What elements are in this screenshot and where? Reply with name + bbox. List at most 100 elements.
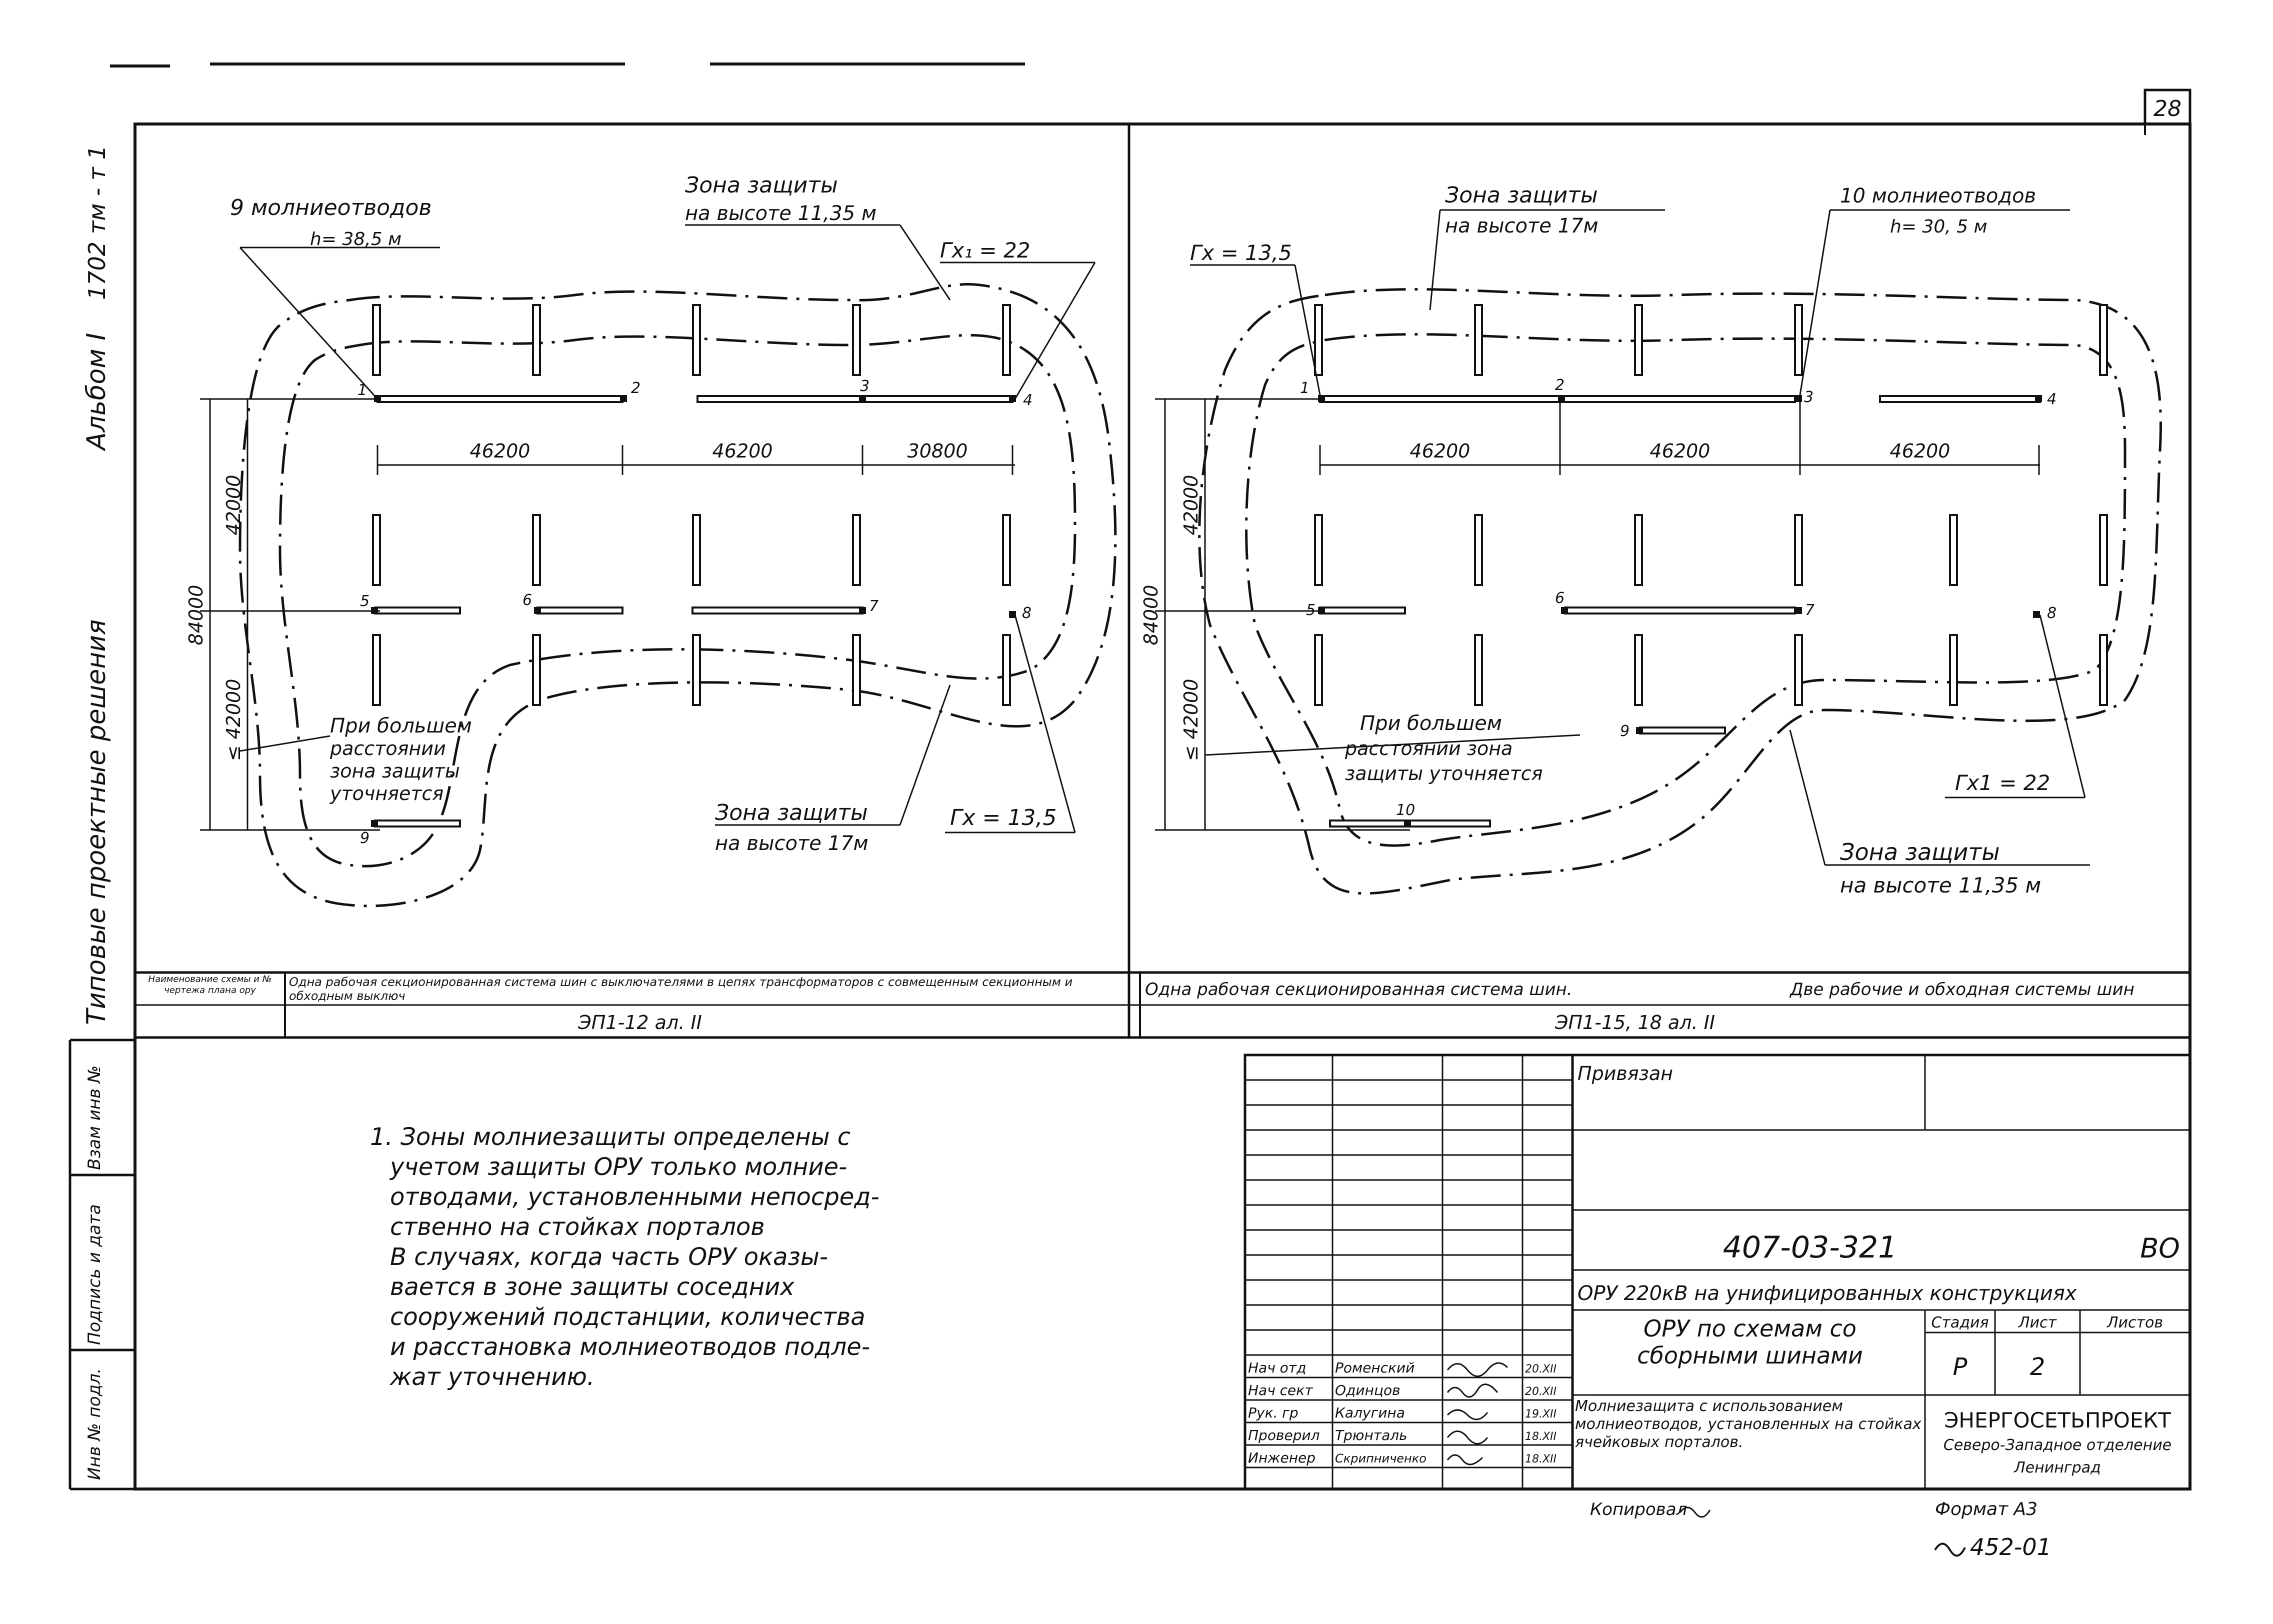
left-rods-label: 9 молниеотводов — [230, 195, 432, 220]
left-zone-bottom-label-2: на высоте 17м — [715, 832, 868, 855]
privyazan-label: Привязан — [1578, 1062, 1673, 1084]
point-label: 2 — [1555, 376, 1564, 394]
scheme-right-desc-2: Две рабочие и обходная системы шин — [1789, 980, 2134, 1000]
dim-v-total: 84000 — [1140, 585, 1162, 646]
right-note-1: При большем — [1360, 712, 1502, 735]
point-label: 8 — [2047, 604, 2056, 622]
person-name: Скрипниченко — [1335, 1452, 1426, 1466]
left-plan: 1 2 3 4 5 6 7 8 9 46200 46200 30800 8400… — [185, 172, 1117, 908]
role-label: Нач отд — [1248, 1360, 1306, 1376]
dim-v-total: 84000 — [185, 585, 207, 646]
sign-date: 19.XII — [1525, 1408, 1556, 1420]
left-rx1-label: Гх₁ = 22 — [940, 238, 1030, 262]
note-line: отводами, установленными непосред- — [390, 1183, 880, 1211]
note-line: вается в зоне защиты соседних — [390, 1273, 794, 1301]
stage-label: Стадия — [1931, 1314, 1988, 1332]
dim-label: 46200 — [1410, 440, 1470, 462]
org-city: Ленинград — [2014, 1459, 2101, 1476]
sheets-label: Листов — [2106, 1314, 2163, 1332]
right-note-2: расстоянии зона — [1344, 738, 1512, 760]
right-plan: 1 2 3 4 5 6 7 8 9 10 46200 46200 46200 8… — [1140, 182, 2162, 898]
left-zone-inner — [278, 334, 1076, 868]
note-line: и расстановка молниеотводов подле- — [390, 1333, 870, 1361]
sign-date: 18.XII — [1525, 1453, 1556, 1466]
right-rods-label: 10 молниеотводов — [1840, 184, 2036, 208]
person-name: Калугина — [1335, 1404, 1405, 1421]
point-label: 2 — [631, 380, 640, 397]
sheet-number-box — [2144, 88, 2192, 126]
dim-label: 46200 — [1890, 440, 1950, 462]
sheet-title: Молниезащита с использованием молниеотво… — [1575, 1398, 1922, 1451]
org-name: ЭНЕРГОСЕТЬПРОЕКТ — [1944, 1408, 2171, 1432]
left-zone-outer — [238, 283, 1117, 908]
left-zone-top-label-1: Зона защиты — [685, 172, 838, 198]
stamp-label-sign: Подпись и дата — [84, 1204, 104, 1345]
point-label: 7 — [869, 598, 878, 615]
sheet-frame — [134, 122, 2192, 1490]
right-zone-bottom-label-2: на высоте 11,35 м — [1840, 873, 2041, 898]
dim-v-bottom: ≤ 42000 — [222, 679, 244, 762]
sheet-value: 2 — [2030, 1353, 2046, 1381]
left-zone-bottom-label-1: Зона защиты — [715, 800, 868, 826]
note-line: учетом защиты ОРУ только молние- — [389, 1153, 847, 1181]
dim-label: 46200 — [1650, 440, 1710, 462]
right-zone-outer — [1198, 288, 2162, 895]
point-label: 9 — [360, 830, 370, 847]
scheme-left-desc: Одна рабочая секционированная система ши… — [289, 975, 1073, 1003]
point-label: 4 — [2047, 390, 2056, 408]
role-label: Нач сект — [1248, 1382, 1313, 1398]
point-label: 10 — [1396, 802, 1415, 819]
point-label: 4 — [1023, 392, 1032, 409]
point-label: 6 — [1555, 590, 1564, 607]
point-label: 9 — [1620, 722, 1630, 740]
sheet-number: 28 — [2154, 96, 2182, 122]
role-label: Инженер — [1248, 1450, 1316, 1466]
left-note-3: зона защиты — [330, 760, 460, 782]
format-label: Формат А3 — [1935, 1499, 2038, 1520]
project-title: ОРУ 220кВ на унифицированных конструкция… — [1578, 1282, 2077, 1305]
title-block: Нач отд Роменский 20.XII Нач сект Одинцо… — [1244, 1054, 2192, 1490]
left-rods-h: h= 38,5 м — [310, 229, 402, 250]
point-label: 7 — [1805, 602, 1814, 619]
right-note-3: защиты уточняется — [1345, 762, 1543, 784]
right-rods-h: h= 30, 5 м — [1890, 216, 1988, 237]
dim-label: 30800 — [908, 440, 968, 462]
role-label: Рук. гр — [1248, 1404, 1298, 1421]
point-label: 1 — [1300, 380, 1310, 397]
note-line: 1. Зоны молниезащиты определены с — [370, 1123, 850, 1151]
point-label: 5 — [360, 592, 370, 610]
right-zone-bottom-label-1: Зона защиты — [1840, 838, 2000, 866]
stamp-label-replace: Взам инв № — [84, 1066, 104, 1170]
stamp-label-inv: Инв № подл. — [84, 1368, 104, 1480]
dim-label: 46200 — [712, 440, 773, 462]
right-rx1-label: Гх1 = 22 — [1955, 770, 2050, 795]
scheme-left-ref: ЭП1-12 ал. II — [578, 1012, 702, 1034]
right-zone-top-label-1: Зона защиты — [1445, 182, 1598, 208]
copied-label: Копировал — [1590, 1500, 1687, 1520]
stage-value: Р — [1953, 1353, 1968, 1381]
left-zone-top-label-2: на высоте 11,35 м — [685, 202, 876, 225]
sign-date: 20.XII — [1525, 1386, 1556, 1398]
inventory-number: 452-01 — [1970, 1534, 2052, 1560]
person-name: Одинцов — [1335, 1382, 1400, 1398]
left-rx-label: Гх = 13,5 — [950, 805, 1056, 830]
doc-code: 407-03-321 — [1723, 1230, 1898, 1265]
doc-suffix: ВО — [2140, 1232, 2180, 1264]
margin-code: 1702 тм - т 1 — [84, 145, 110, 300]
sheet-label: Лист — [2018, 1314, 2058, 1332]
note-line: ственно на стойках порталов — [390, 1213, 765, 1241]
person-name: Роменский — [1335, 1360, 1414, 1376]
point-label: 3 — [860, 378, 870, 395]
dim-v-top: 42000 — [1180, 475, 1202, 536]
left-note-4: уточняется — [330, 782, 444, 804]
org-branch: Северо-Западное отделение — [1944, 1436, 2172, 1454]
role-label: Проверил — [1248, 1427, 1320, 1444]
scheme-right-ref: ЭП1-15, 18 ал. II — [1554, 1012, 1715, 1034]
right-zone-inner — [1245, 333, 2126, 847]
right-zone-top-label-2: на высоте 17м — [1445, 214, 1598, 238]
person-name: Трюнталь — [1335, 1427, 1408, 1444]
note-line: жат уточнению. — [390, 1363, 594, 1391]
general-note: 1. Зоны молниезащиты определены с учетом… — [370, 1123, 880, 1391]
note-line: В случаях, когда часть ОРУ оказы- — [390, 1243, 828, 1271]
